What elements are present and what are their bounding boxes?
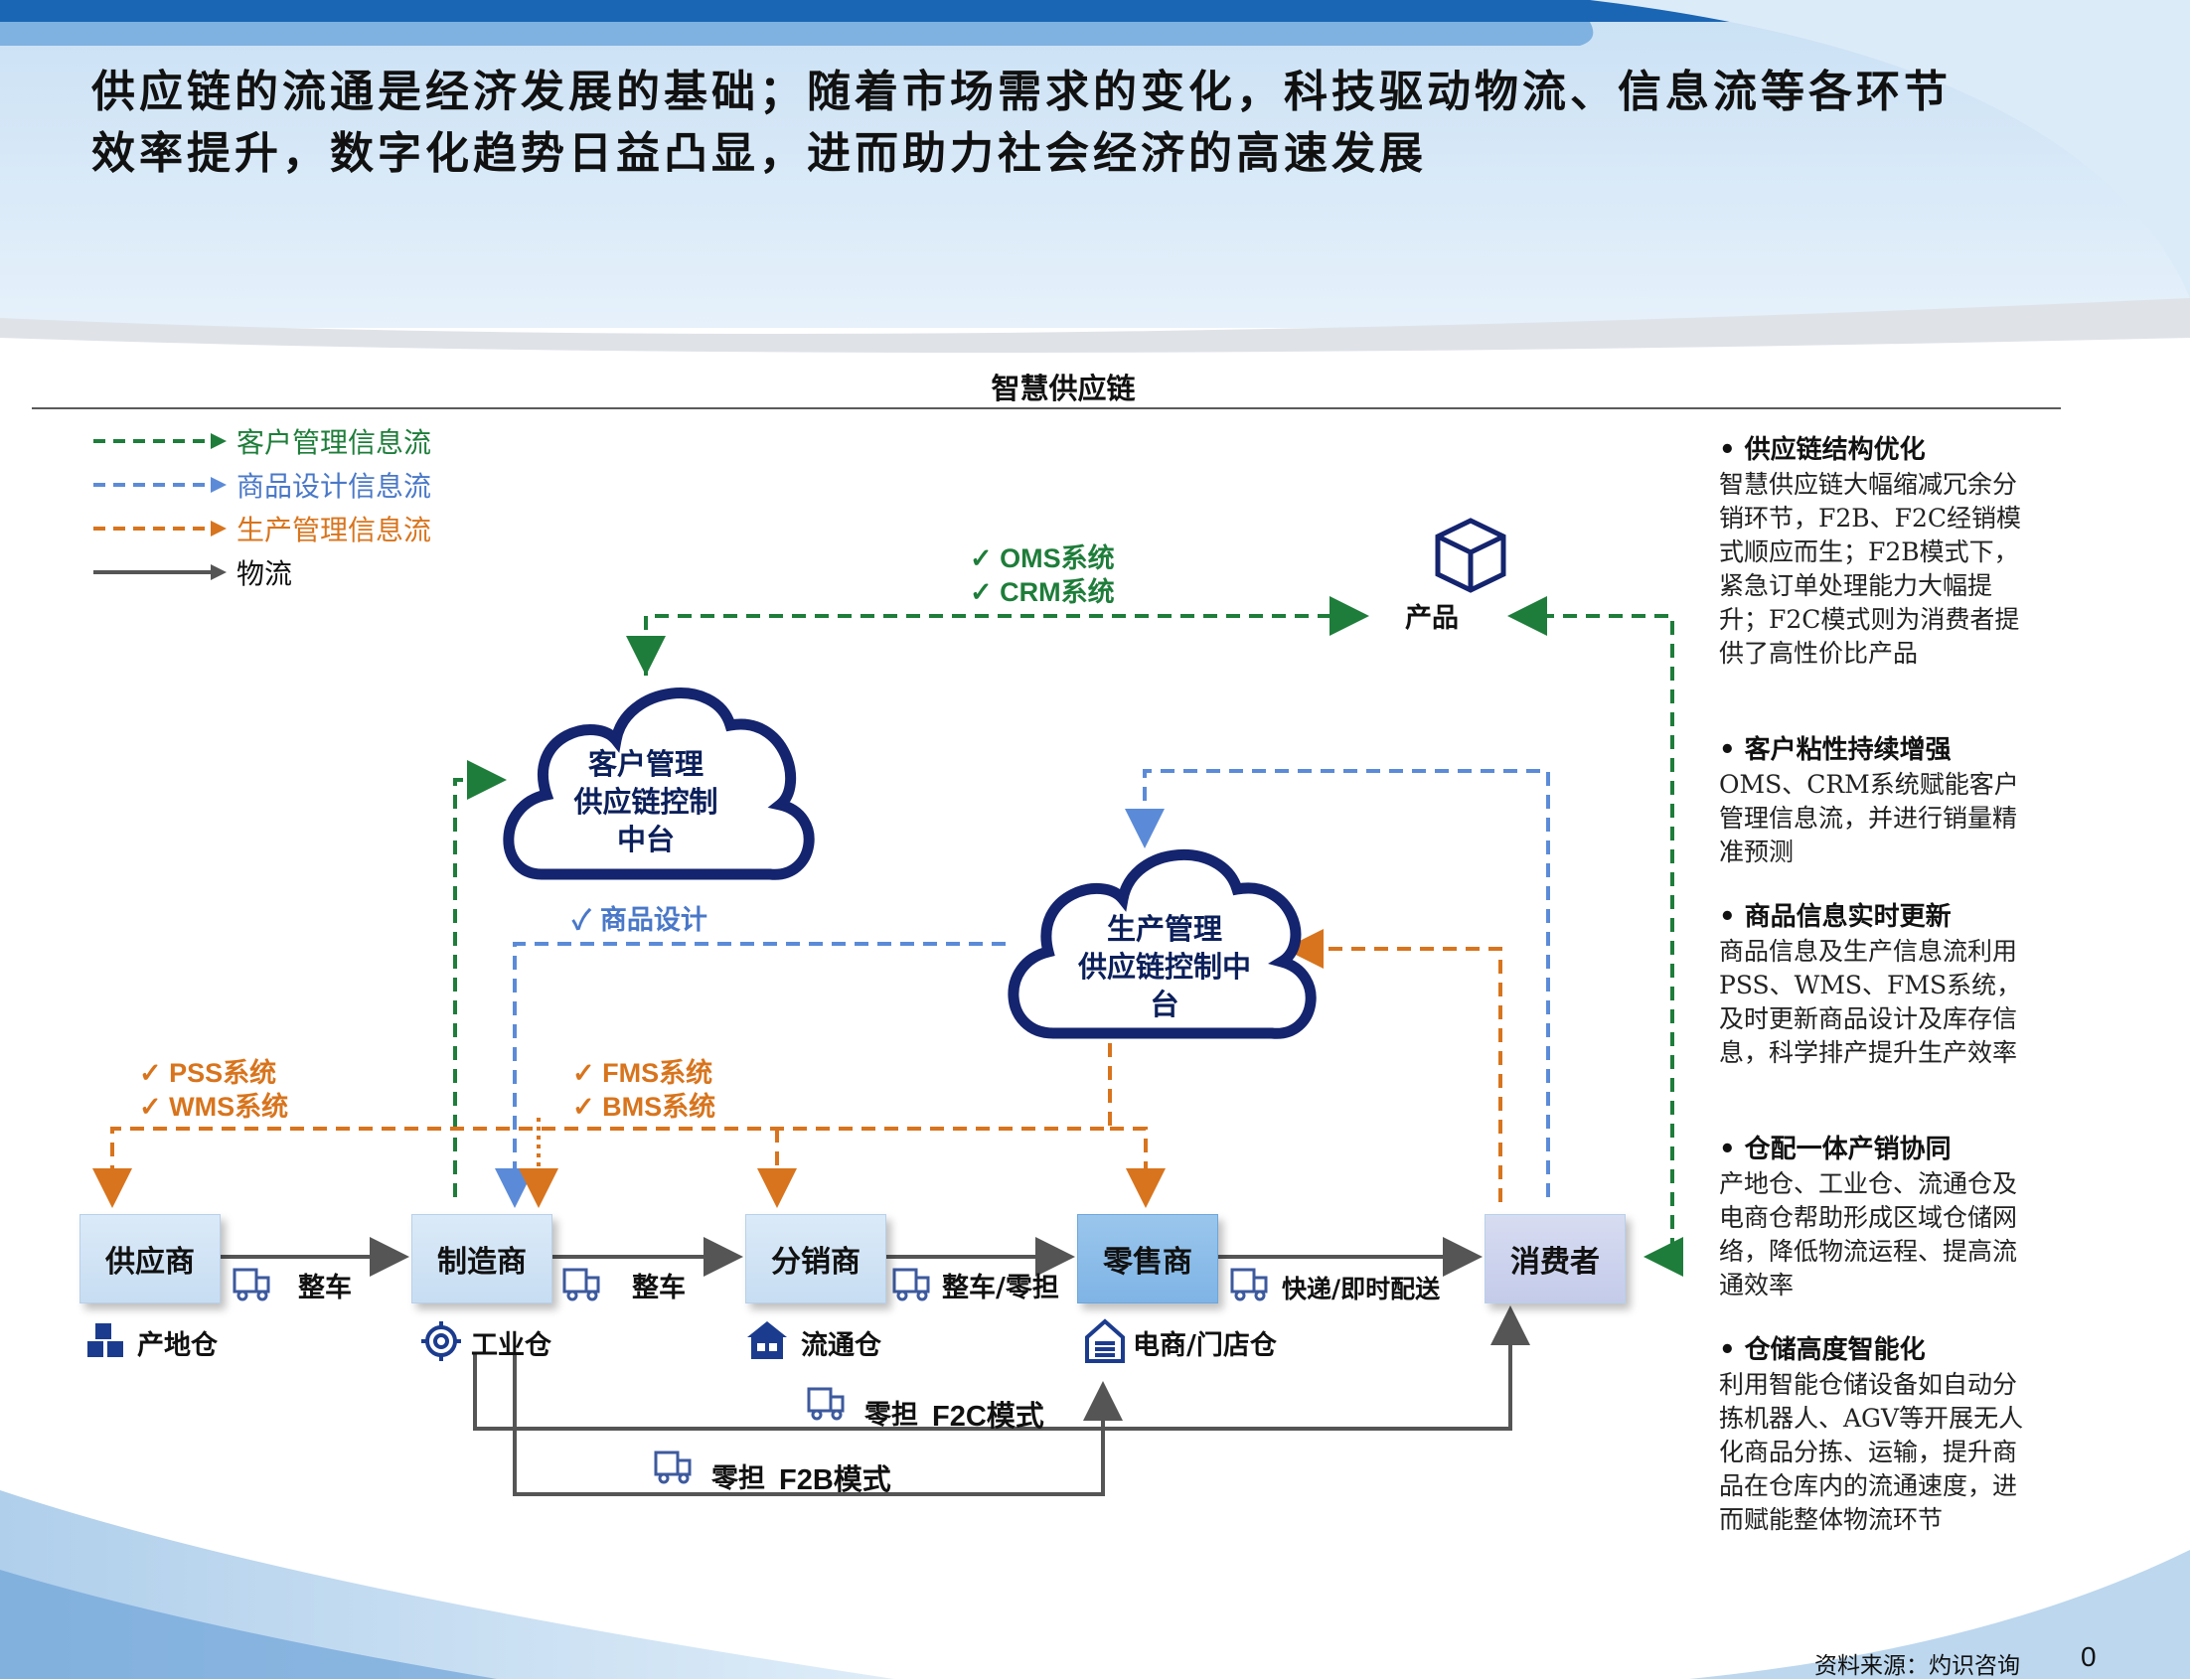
source-note: 资料来源：灼识咨询: [1814, 1653, 2020, 1679]
orange-dashed-arrow-icon: [93, 521, 227, 536]
legend-production-flow: 生产管理信息流: [91, 509, 431, 548]
side-note-1: • 供应链结构优化 智慧供应链大幅缩减冗余分销环节，F2B、F2C经销模式顺应而…: [1719, 429, 2037, 671]
page-number: 0: [2081, 1641, 2097, 1672]
production-flow-lines: [92, 929, 1502, 1208]
customer-cloud-label: 客户管理 供应链控制 中台: [547, 745, 745, 858]
transport-manufacturer-distributor: 整车: [632, 1273, 686, 1303]
headline-line-1: 供应链的流通是经济发展的基础；随着市场需求的变化，科技驱动物流、信息流等各环节: [91, 67, 1952, 117]
design-label: ✓ 商品设计: [572, 905, 707, 936]
side-note-2-title: 客户粘性持续增强: [1744, 735, 1952, 765]
customer-cloud-line-3: 中台: [616, 823, 675, 856]
side-note-4: • 仓配一体产销协同 产地仓、工业仓、流通仓及电商仓帮助形成区域仓储网络，降低物…: [1719, 1129, 2037, 1302]
side-note-1-body: 智慧供应链大幅缩减冗余分销环节，F2B、F2C经销模式顺应而生；F2B模式下，紧…: [1719, 470, 2022, 668]
bms-system-label: ✓ BMS系统: [572, 1092, 716, 1122]
side-note-2: • 客户粘性持续增强 OMS、CRM系统赋能客户管理信息流，并进行销量精准预测: [1719, 729, 2037, 869]
production-cloud: [1008, 848, 1317, 1039]
solid-arrow-icon: [93, 564, 227, 580]
production-cloud-line-2: 供应链控制中: [1077, 950, 1251, 984]
production-cloud-label: 生产管理 供应链控制中 台: [1045, 910, 1284, 1023]
crm-system-label: ✓ CRM系统: [970, 577, 1115, 607]
side-note-5: • 仓储高度智能化 利用智能仓储设备如自动分拣机器人、AGV等开展无人化商品分拣…: [1719, 1329, 2037, 1537]
side-note-3: • 商品信息实时更新 商品信息及生产信息流利用PSS、WMS、FMS系统，及时更…: [1719, 896, 2037, 1070]
production-cloud-line-1: 生产管理: [1106, 912, 1222, 946]
warehouse-building-icon: [747, 1321, 787, 1359]
oms-system-label: ✓ OMS系统: [970, 543, 1115, 573]
wms-system-label: ✓ WMS系统: [139, 1092, 289, 1122]
side-note-2-body: OMS、CRM系统赋能客户管理信息流，并进行销量精准预测: [1719, 770, 2019, 866]
legend-customer-flow-label: 客户管理信息流: [236, 426, 432, 459]
side-note-3-title: 商品信息实时更新: [1744, 902, 1952, 932]
side-note-4-body: 产地仓、工业仓、流通仓及电商仓帮助形成区域仓储网络，降低物流运程、提高流通效率: [1719, 1169, 2018, 1299]
product-box-icon: [1435, 518, 1506, 593]
headline-line-2: 效率提升，数字化趋势日益凸显，进而助力社会经济的高速发展: [91, 128, 1427, 179]
blue-dashed-arrow-icon: [93, 477, 227, 493]
side-note-3-body: 商品信息及生产信息流利用PSS、WMS、FMS系统，及时更新商品设计及库存信息，…: [1719, 937, 2022, 1067]
legend-logistics: 物流: [91, 552, 292, 592]
green-dashed-arrow-icon: [93, 433, 227, 449]
design-flow-lines: [495, 769, 1550, 1208]
customer-cloud-line-1: 客户管理: [587, 747, 704, 781]
product-label: 产品: [1405, 603, 1459, 634]
customer-cloud: [503, 687, 815, 880]
legend-customer-flow: 客户管理信息流: [91, 421, 431, 461]
transport-supplier-manufacturer: 整车: [298, 1273, 352, 1303]
warehouse-industrial-label: 工业仓: [471, 1330, 551, 1361]
legend-design-flow: 商品设计信息流: [91, 465, 431, 505]
truck-icons: [233, 1268, 1268, 1484]
fms-system-label: ✓ FMS系统: [572, 1058, 713, 1088]
legend-design-flow-label: 商品设计信息流: [236, 470, 432, 503]
node-retailer: 零售商: [1077, 1214, 1218, 1303]
store-warehouse-icon: [1085, 1318, 1125, 1363]
warehouse-circulation-label: 流通仓: [801, 1330, 881, 1361]
warehouse-ecommerce-label: 电商/门店仓: [1133, 1330, 1277, 1361]
diagram-title: 智慧供应链: [991, 372, 1136, 405]
title-divider: [32, 407, 2061, 409]
node-manufacturer: 制造商: [411, 1214, 552, 1303]
side-note-5-body: 利用智能仓储设备如自动分拣机器人、AGV等开展无人化商品分拣、运输，提升商品在仓…: [1719, 1370, 2024, 1534]
headline: 供应链的流通是经济发展的基础；随着市场需求的变化，科技驱动物流、信息流等各环节 …: [91, 62, 2079, 185]
node-supplier: 供应商: [79, 1214, 221, 1303]
node-consumer: 消费者: [1485, 1214, 1626, 1303]
customer-cloud-line-2: 供应链控制: [573, 785, 718, 819]
side-note-4-title: 仓配一体产销协同: [1744, 1135, 1952, 1164]
legend-production-flow-label: 生产管理信息流: [236, 514, 432, 546]
gear-warehouse-icon: [421, 1321, 461, 1361]
f2c-transport-label: 零担: [864, 1400, 918, 1431]
f2b-transport-label: 零担: [711, 1463, 765, 1494]
boxes-warehouse-icon: [87, 1323, 123, 1357]
customer-flow-lines: [453, 596, 1683, 1277]
node-distributor: 分销商: [745, 1214, 886, 1303]
production-cloud-line-3: 台: [1150, 988, 1179, 1021]
side-note-1-title: 供应链结构优化: [1744, 435, 1926, 465]
f2b-mode-label: F2B模式: [779, 1464, 891, 1496]
warehouse-origin-label: 产地仓: [137, 1330, 218, 1361]
f2c-mode-label: F2C模式: [932, 1401, 1044, 1433]
logistics-lines: [219, 1237, 1530, 1496]
pss-system-label: ✓ PSS系统: [139, 1058, 277, 1088]
side-note-5-title: 仓储高度智能化: [1744, 1335, 1926, 1365]
transport-distributor-retailer: 整车/零担: [942, 1273, 1059, 1303]
legend-logistics-label: 物流: [236, 557, 293, 590]
transport-retailer-consumer: 快递/即时配送: [1282, 1275, 1441, 1303]
